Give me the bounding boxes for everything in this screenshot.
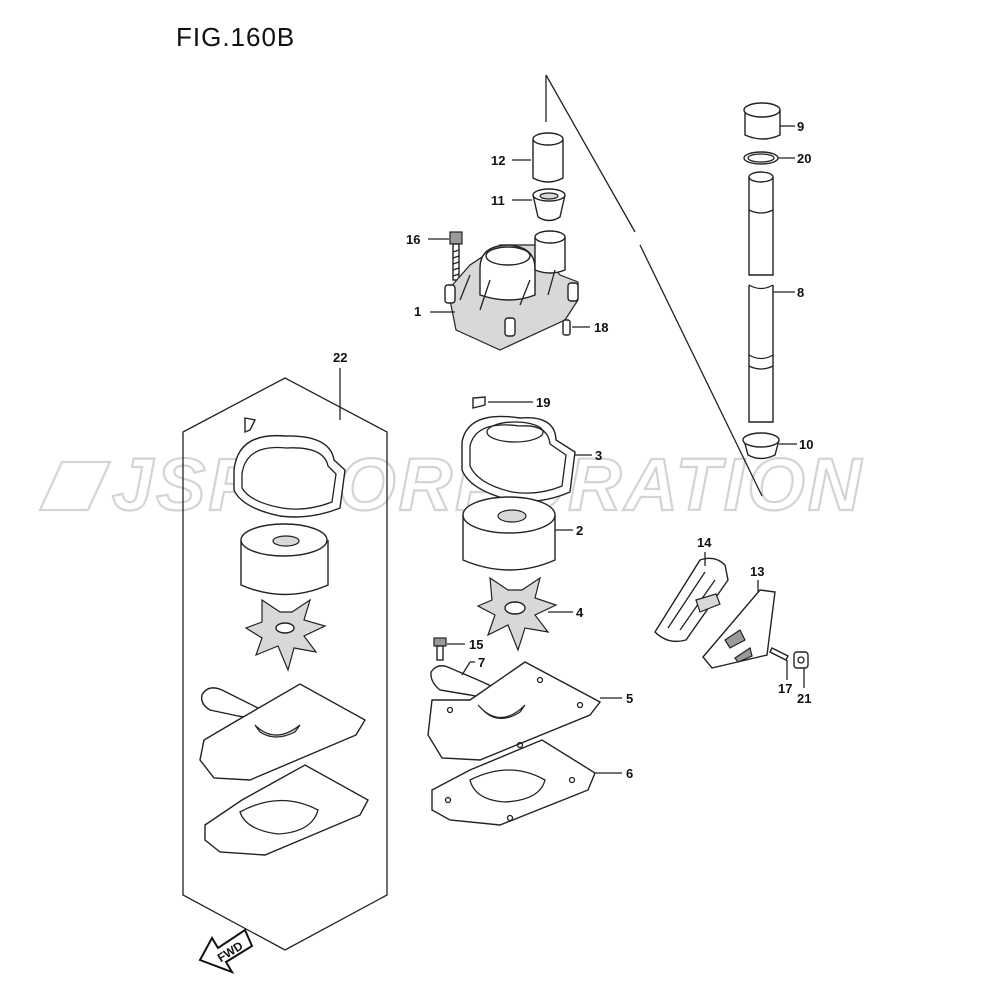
part-2-impeller-housing [462,496,556,571]
part-3-gasket [461,415,576,503]
part-12-sleeve [532,132,564,183]
callout-16: 16 [406,232,420,247]
callout-17: 17 [778,681,792,696]
part-14-cover [654,557,729,643]
part-9-grommet [743,102,781,140]
fwd-arrow-icon: FWD [198,928,254,974]
watermark: JSP CORPORATION [38,442,862,527]
callout-10: 10 [799,437,813,452]
part-18-pin [562,319,571,336]
part-13-plate [702,589,776,669]
callout-9: 9 [797,119,804,134]
callout-2: 2 [576,523,583,538]
callout-5: 5 [626,691,633,706]
callout-4: 4 [576,605,584,620]
part-16-bolt [449,231,463,281]
part-21-nut [793,651,809,669]
callout-13: 13 [750,564,764,579]
callout-21: 21 [797,691,811,706]
callout-12: 12 [491,153,505,168]
callout-7: 7 [478,655,485,670]
callout-20: 20 [797,151,811,166]
divider-lines [545,74,763,497]
part-4-impeller [476,576,558,652]
callout-1: 1 [414,304,421,319]
callout-18: 18 [594,320,608,335]
part-11-grommet [532,188,566,222]
callout-15: 15 [469,637,483,652]
part-1-pump-case [444,230,579,351]
part-15-bolt [433,637,447,661]
figure-title: FIG.160B [176,22,296,52]
callout-14: 14 [697,535,712,550]
watermark-logo-icon [38,460,112,512]
callout-6: 6 [626,766,633,781]
callout-19: 19 [536,395,550,410]
kit-bracket-22 [182,377,388,951]
part-6-plate [431,739,596,826]
part-17-screw [769,647,789,661]
callout-labels: 12 11 16 1 18 9 20 8 10 22 19 3 2 4 15 7… [333,119,813,781]
callout-22: 22 [333,350,347,365]
callout-11: 11 [491,193,505,208]
part-19-key [472,396,486,409]
part-5-gasket [427,661,602,761]
part-8-water-tube [748,171,774,423]
callout-8: 8 [797,285,804,300]
kit-contents [199,417,369,856]
part-10-grommet [742,432,780,460]
callout-3: 3 [595,448,602,463]
